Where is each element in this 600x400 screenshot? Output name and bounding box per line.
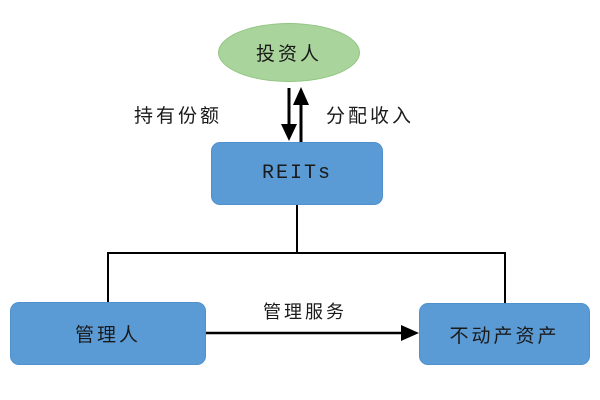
manager-label: 管理人 <box>74 325 141 346</box>
investor-label: 投资人 <box>255 44 322 65</box>
reits-label: REITs <box>261 162 332 185</box>
real-estate-label: 不动产资产 <box>449 325 560 347</box>
reits-node: REITs <box>211 142 383 205</box>
edge-management-service-arrowhead <box>401 325 419 341</box>
edge-hold-shares-arrowhead <box>281 124 297 141</box>
manager-node: 管理人 <box>10 302 206 365</box>
edge-distribute-income-arrowhead <box>293 87 309 105</box>
distribute-income-edge-label: 分配收入 <box>325 106 414 127</box>
investor-node: 投资人 <box>218 23 360 82</box>
management-service-edge-label: 管理服务 <box>263 302 347 322</box>
hold-shares-edge-label: 持有份额 <box>133 106 222 127</box>
real-estate-node: 不动产资产 <box>419 303 590 365</box>
